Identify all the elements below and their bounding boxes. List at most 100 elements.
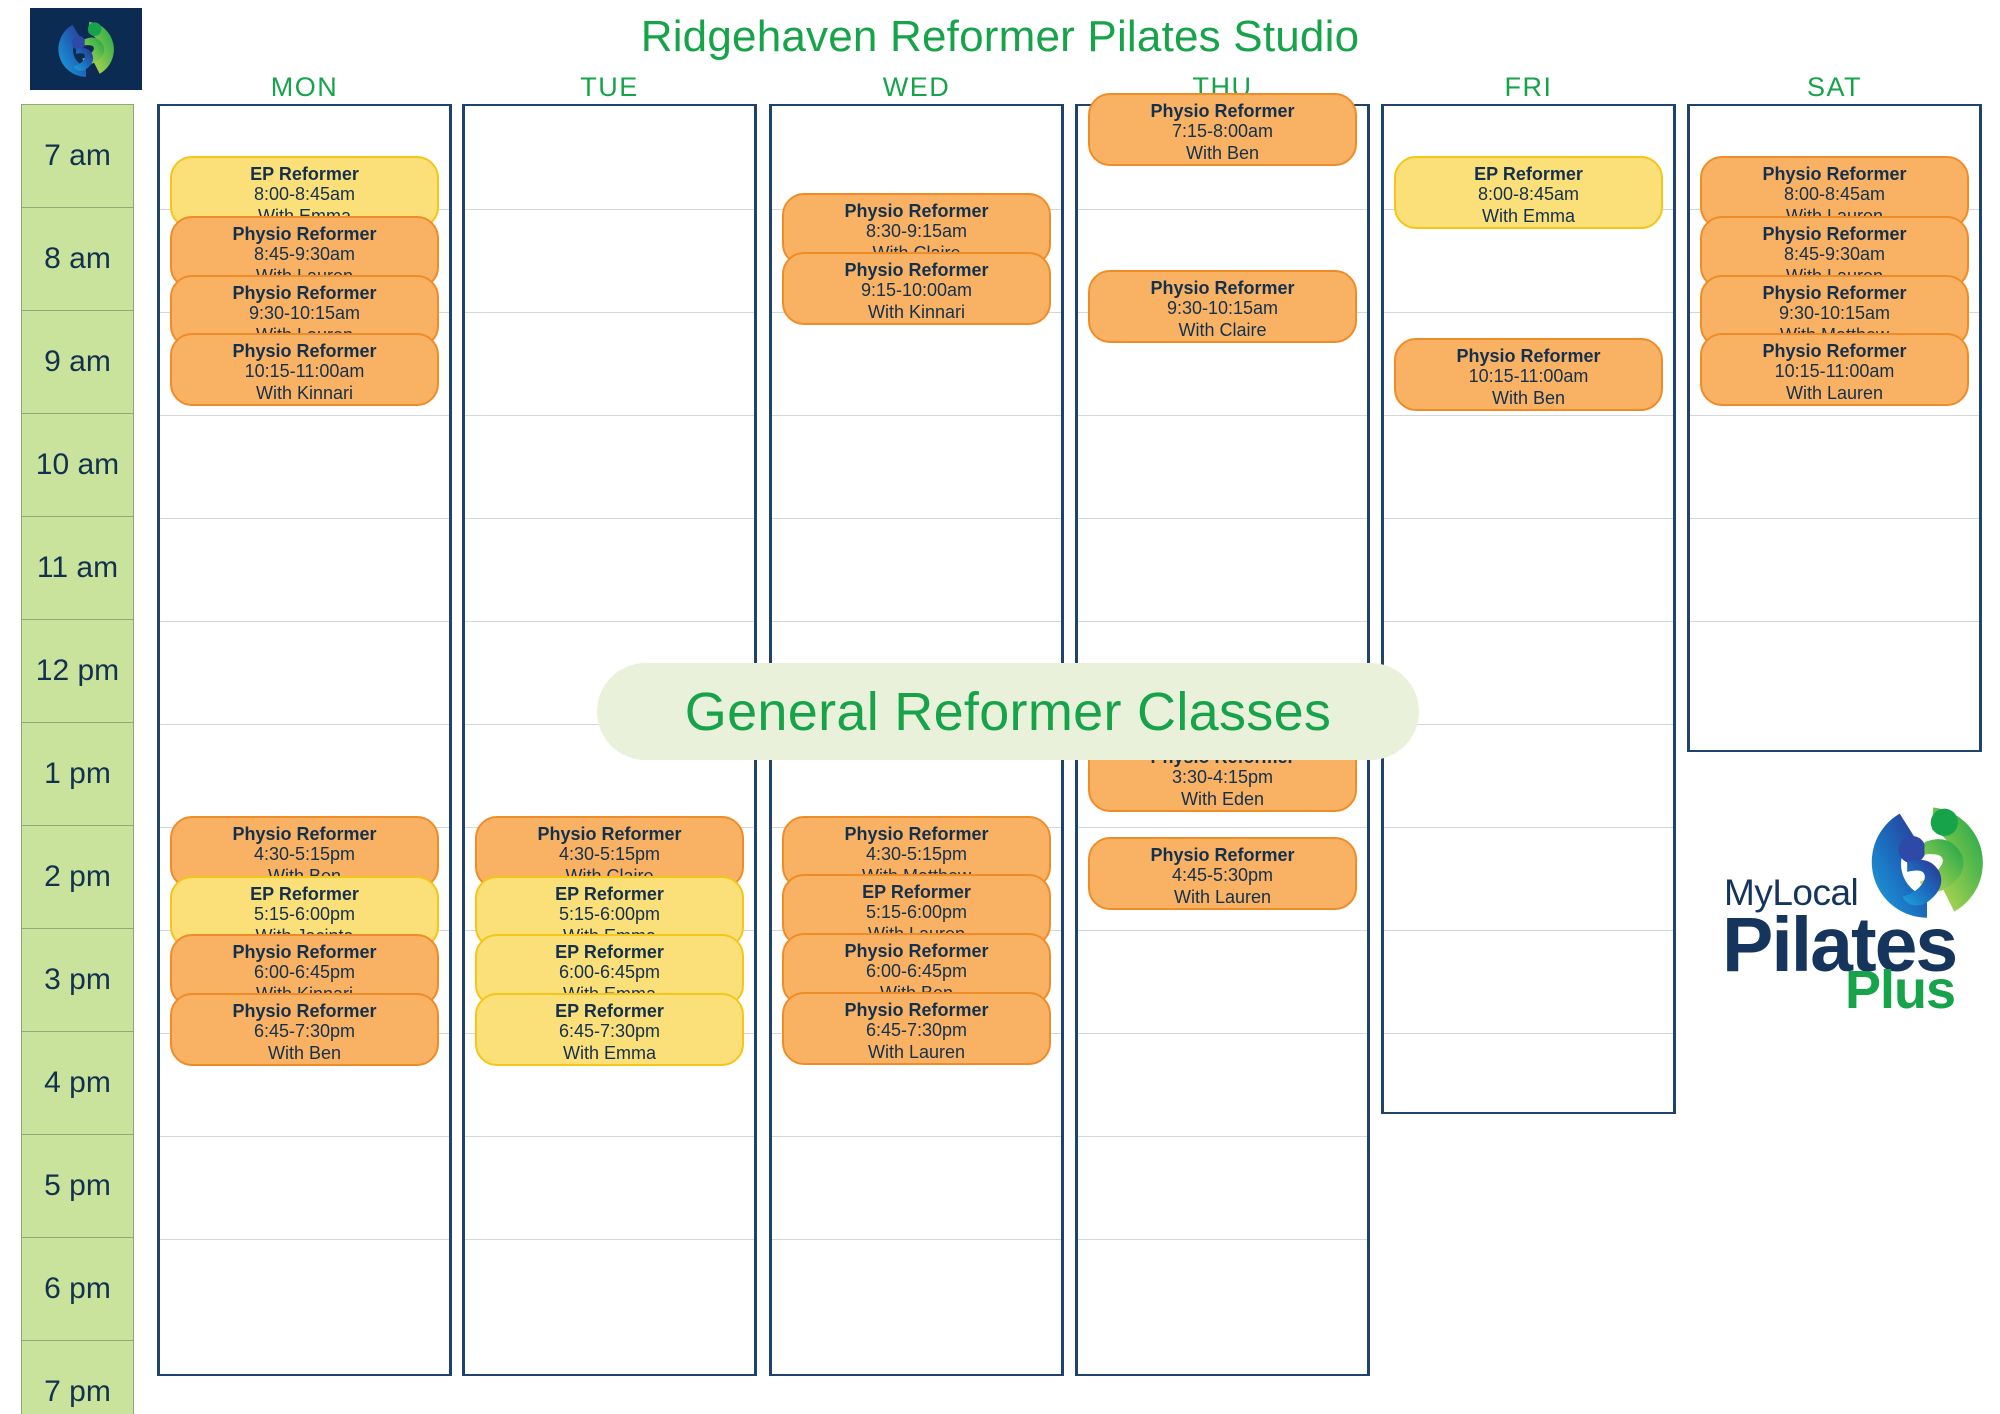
hour-divider: [160, 518, 449, 519]
time-label-cell: 4 pm: [21, 1031, 134, 1134]
day-header-fri: FRI: [1504, 72, 1553, 102]
hour-divider: [1078, 930, 1367, 931]
class-instructor: With Ben: [1491, 387, 1566, 408]
class-title: Physio Reformer: [1456, 346, 1601, 366]
class-time: 5:15-6:00pm: [865, 902, 968, 923]
hour-divider: [772, 621, 1061, 622]
class-time: 6:00-6:45pm: [253, 962, 356, 983]
class-time: 7:15-8:00am: [1171, 121, 1274, 142]
hour-divider: [1078, 827, 1367, 828]
class-time: 4:45-5:30pm: [1171, 865, 1274, 886]
time-label-cell: 7 pm: [21, 1340, 134, 1414]
class-title: Physio Reformer: [844, 201, 989, 221]
hour-divider: [1384, 621, 1673, 622]
class-title: Physio Reformer: [844, 941, 989, 961]
class-title: EP Reformer: [250, 884, 359, 904]
class-time: 9:30-10:15am: [1166, 298, 1279, 319]
class-time: 8:45-9:30am: [1783, 244, 1886, 265]
time-label-cell: 6 pm: [21, 1237, 134, 1340]
day-header-tue: TUE: [580, 72, 639, 102]
hour-divider: [1078, 1136, 1367, 1137]
class-time: 9:15-10:00am: [860, 280, 973, 301]
time-label-cell: 9 am: [21, 310, 134, 413]
class-time: 10:15-11:00am: [1774, 361, 1895, 382]
class-title: Physio Reformer: [1150, 101, 1295, 121]
class-title: Physio Reformer: [1762, 341, 1907, 361]
class-time: 8:00-8:45am: [1783, 184, 1886, 205]
hour-divider: [465, 518, 754, 519]
class-title: Physio Reformer: [232, 341, 377, 361]
class-time: 6:45-7:30pm: [558, 1021, 661, 1042]
pilates-figure-icon: [1871, 807, 1983, 918]
page-title: Ridgehaven Reformer Pilates Studio: [640, 12, 1360, 61]
time-label-cell: 10 am: [21, 413, 134, 516]
class-instructor: With Lauren: [867, 1041, 966, 1062]
time-label-cell: 5 pm: [21, 1134, 134, 1237]
class-time: 6:45-7:30pm: [253, 1021, 356, 1042]
hour-divider: [465, 209, 754, 210]
time-label-cell: 8 am: [21, 207, 134, 310]
class-time: 5:15-6:00pm: [253, 904, 356, 925]
hour-divider: [772, 518, 1061, 519]
hour-divider: [1384, 827, 1673, 828]
hour-divider: [1384, 518, 1673, 519]
hour-divider: [1690, 621, 1979, 622]
hour-divider: [1384, 312, 1673, 313]
class-time: 8:30-9:15am: [865, 221, 968, 242]
hour-divider: [772, 415, 1061, 416]
class-time: 6:00-6:45pm: [558, 962, 661, 983]
hour-divider: [1384, 930, 1673, 931]
hour-divider: [772, 1136, 1061, 1137]
hour-divider: [465, 1136, 754, 1137]
class-time: 9:30-10:15am: [248, 303, 361, 324]
class-title: Physio Reformer: [1150, 278, 1295, 298]
class-title: EP Reformer: [555, 942, 664, 962]
class-title: EP Reformer: [555, 1001, 664, 1021]
hour-divider: [1384, 415, 1673, 416]
class-time: 10:15-11:00am: [244, 361, 365, 382]
hour-divider: [160, 1239, 449, 1240]
day-header-wed: WED: [882, 72, 951, 102]
class-time: 3:30-4:15pm: [1171, 767, 1274, 788]
time-label-cell: 12 pm: [21, 619, 134, 722]
time-label-cell: 2 pm: [21, 825, 134, 928]
time-label-cell: 7 am: [21, 104, 134, 207]
class-title: EP Reformer: [555, 884, 664, 904]
class-instructor: With Ben: [1185, 142, 1260, 163]
general-reformer-banner: General Reformer Classes: [597, 663, 1419, 760]
hour-divider: [1078, 1033, 1367, 1034]
hour-divider: [1690, 518, 1979, 519]
hour-divider: [1078, 415, 1367, 416]
hour-divider: [1384, 724, 1673, 725]
class-title: Physio Reformer: [232, 224, 377, 244]
class-title: Physio Reformer: [232, 942, 377, 962]
hour-divider: [1384, 1033, 1673, 1034]
logo-line-plus: Plus: [1845, 960, 1956, 1020]
logo-line-mylocal: MyLocal: [1724, 872, 1859, 913]
class-title: Physio Reformer: [1762, 283, 1907, 303]
hour-divider: [1690, 415, 1979, 416]
day-header-mon: MON: [270, 72, 339, 102]
class-title: EP Reformer: [862, 882, 971, 902]
class-time: 4:30-5:15pm: [558, 844, 661, 865]
class-instructor: With Ben: [267, 1042, 342, 1063]
class-instructor: With Lauren: [1173, 886, 1272, 907]
day-header-sat: SAT: [1806, 72, 1862, 102]
class-time: 8:00-8:45am: [1477, 184, 1580, 205]
class-instructor: With Lauren: [1785, 382, 1884, 403]
class-title: Physio Reformer: [844, 824, 989, 844]
